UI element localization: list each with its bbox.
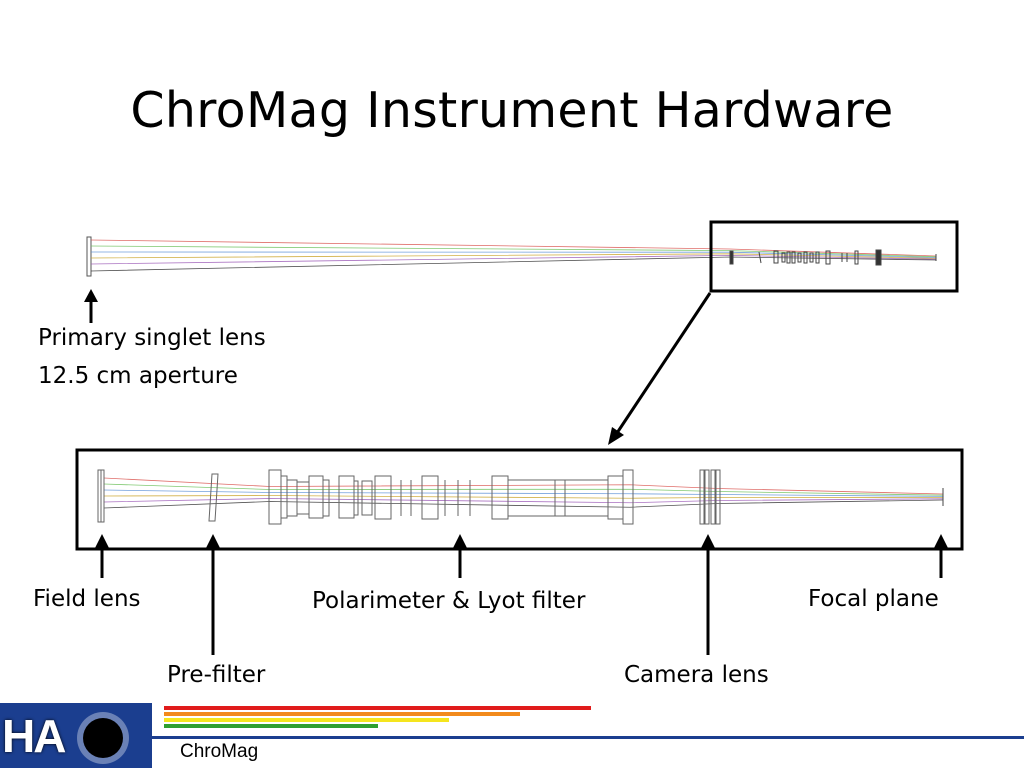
- hao-logo: HA: [0, 703, 152, 768]
- ray-line: [90, 254, 937, 265]
- primary-lens-label-line2: 12.5 cm aperture: [38, 363, 238, 389]
- footer-label: ChroMag: [180, 741, 259, 762]
- polarimeter-label: Polarimeter & Lyot filter: [312, 588, 586, 614]
- detail-box: [75, 448, 964, 551]
- detail-layout: [75, 448, 964, 655]
- detail-rays: [103, 477, 944, 509]
- overview-elements: [729, 249, 937, 266]
- hao-logo-text: HA: [2, 710, 66, 762]
- overview-layout: [84, 220, 959, 445]
- ray-line: [103, 477, 944, 495]
- primary-lens-element: [86, 236, 92, 277]
- overview-rays: [90, 239, 937, 272]
- zoom-box: [709, 220, 959, 293]
- ray-line: [103, 489, 944, 497]
- primary-lens-label-line1: Primary singlet lens: [38, 325, 266, 351]
- ray-line: [103, 495, 944, 499]
- ray-line: [90, 239, 937, 257]
- zoom-pointer-arrow: [613, 292, 712, 437]
- pre-filter-label: Pre-filter: [167, 662, 266, 688]
- ray-line: [90, 256, 937, 272]
- slide-title: ChroMag Instrument Hardware: [130, 82, 894, 139]
- ray-line: [103, 483, 944, 496]
- ray-line: [103, 498, 944, 504]
- camera-lens-label: Camera lens: [624, 662, 769, 688]
- ray-line: [103, 499, 944, 509]
- footer-stripes: [152, 706, 1024, 739]
- detail-elements: [97, 469, 944, 525]
- callout-arrows: [95, 534, 948, 655]
- focal-plane-label: Focal plane: [808, 586, 939, 612]
- field-lens-label: Field lens: [33, 586, 141, 612]
